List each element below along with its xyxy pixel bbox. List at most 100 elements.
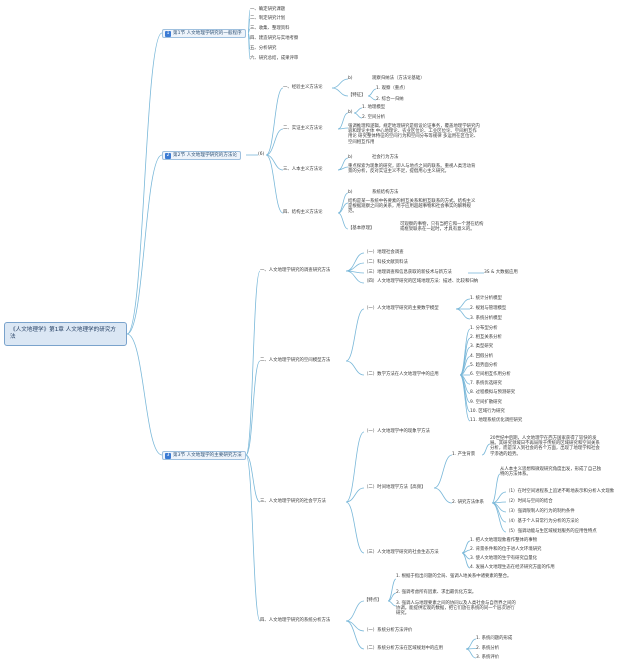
social-b2[interactable]: 2. 研究方法体系: [452, 500, 484, 505]
model-a-item[interactable]: 2. 规划与管理模型: [470, 306, 507, 311]
social-b2-item[interactable]: （1）在时空间进程系上追述不断地表示和分析人文现象: [506, 489, 615, 494]
system-connector: [345, 600, 365, 622]
str-b-text[interactable]: 系统结构方法: [372, 190, 399, 195]
str-paragraph: 结构是某一系统中各要素的相互关系和相互联系的方式。结构主义是根据观察之间的关系，…: [348, 199, 476, 215]
social-b-connector: [433, 487, 453, 504]
s2-branch-humanism[interactable]: 三、人本主义方法论: [283, 167, 323, 172]
survey-item[interactable]: （三）地理调查和信息获取的新技术与新方法: [364, 270, 452, 275]
s3-branch-model[interactable]: 二、人文地理学研究的空间模型方法: [260, 358, 331, 363]
model-b-connector: [459, 328, 471, 376]
s3-branch-social[interactable]: 三、人文地理学研究的社会学方法: [260, 499, 326, 504]
pos-b: b): [348, 110, 353, 115]
model-b-item[interactable]: 10. 区域行为研究: [470, 408, 505, 414]
social-sub-a[interactable]: （一）人文地理学中的现象学方法: [364, 429, 430, 434]
system-b-connector: [465, 648, 477, 659]
social-b2-item[interactable]: （5）强调动能与生区域规划服务的应用性特点: [506, 529, 597, 534]
social-c-item[interactable]: 4. 发展人文地理生态在经济研究方面的作用: [470, 565, 555, 570]
model-b-item[interactable]: 5. 趋势面分析: [470, 362, 498, 368]
root-node[interactable]: 《人文地理学》第1章 人文地理学的研究方法: [4, 322, 127, 346]
survey-item[interactable]: （一）地理社会调查: [364, 250, 404, 255]
s3-branch-system[interactable]: 四、人文地理学研究的系统分析方法: [260, 618, 331, 623]
survey-item[interactable]: （四）人文地理学研究的区域地理方法：描述、比较和归纳: [364, 279, 479, 284]
model-b-item[interactable]: 11. 地理系统优化调控研究: [470, 418, 523, 423]
social-b2-item[interactable]: （2）时间与空间的结合: [506, 499, 553, 504]
pos-item-connector: [353, 107, 363, 114]
system-sub-b[interactable]: （二）系统分析方法在区域规划中的应用: [364, 646, 444, 651]
social-sub-b[interactable]: （二）时间地理学方法【高频】: [364, 485, 426, 490]
survey-item[interactable]: （二）科技文献资料法: [364, 260, 408, 265]
emp-feature-connector: [367, 88, 377, 97]
s2-branch-positivism[interactable]: 二、实证主义方法论: [283, 126, 323, 131]
system-b-connector: [465, 638, 477, 650]
model-b-item[interactable]: 4. 回假分析: [470, 353, 494, 359]
survey-side-note[interactable]: 3S & 大数据应用: [484, 270, 518, 275]
emp-b: b): [348, 76, 353, 81]
hum-paragraph: 重点探索为现象的研究，即人与地点之间的联系。重视人类活动背景的分析，反对实证主义…: [348, 164, 476, 175]
social-c-item[interactable]: 1. 把人文地理现象看作整体的事物: [470, 538, 538, 543]
s2-branch-connector: [265, 128, 284, 156]
system-b-item[interactable]: 3. 系统评价: [476, 655, 500, 660]
section-3-badge: 3: [165, 452, 171, 459]
section-3-title: 第3节 人文地理学的主要研究方法: [173, 453, 242, 458]
s2-branch-connector: [265, 154, 284, 171]
section-1-badge: 1: [165, 30, 171, 37]
system-feature-connector: [387, 600, 397, 607]
model-sub-a[interactable]: （一）人文地理学研究的主要数学模型: [364, 306, 439, 311]
system-b-item[interactable]: 1. 系统问题的形成: [476, 636, 513, 641]
model-b-connector: [459, 374, 471, 422]
s3-branch-survey[interactable]: 一、人文地理学研究的调查研究方法: [260, 268, 331, 273]
social-c-connector: [461, 552, 471, 569]
model-b-item[interactable]: 8. 过程模拟与预测研究: [470, 390, 516, 396]
social-c-item[interactable]: 2. 背景条件和的位于进人文环境研究: [470, 547, 542, 552]
social-sub-c[interactable]: （三）人文地理学研究的社会生态方法: [364, 550, 439, 555]
emp-feature-connector: [367, 95, 377, 101]
emp-b-text[interactable]: 观察归纳法（方法论基础）: [372, 76, 425, 81]
model-b-item[interactable]: 1. 分布型分析: [470, 326, 498, 331]
root-to-section-1: [126, 32, 163, 335]
hum-b-text[interactable]: 社会行为方法: [372, 155, 399, 160]
model-b-item[interactable]: 7. 系统优选研究: [470, 381, 502, 387]
social-b2-text-connector: [491, 473, 501, 504]
pos-item-2[interactable]: 2. 空间分析: [362, 115, 386, 120]
s1-item[interactable]: 四、建造研究与实地考察: [250, 36, 299, 41]
social-c-item[interactable]: 3. 使人文地理的生学有研究自量化: [470, 556, 538, 561]
pos-item-1[interactable]: 1. 地理模型: [362, 105, 386, 110]
model-b-item[interactable]: 3. 类型研究: [470, 344, 494, 350]
model-b-item[interactable]: 9. 空间扩散研究: [470, 399, 502, 405]
s2-branch-structuralism[interactable]: 四、结构主义方法论: [283, 210, 323, 215]
social-connector: [345, 487, 365, 503]
model-b-item[interactable]: 2. 相互关系分析: [470, 335, 502, 341]
emp-feature-1[interactable]: 1. 观察（重点）: [376, 86, 408, 91]
pos-connector: [337, 127, 349, 130]
social-connector: [345, 501, 365, 554]
social-b1-text: 20世纪中后期，人文地理学在西方国家获得了较快的发展。其研究领域日不再局限于传统…: [490, 436, 600, 457]
social-b2-item[interactable]: （4）基于个人日常行为分析的方法论: [506, 519, 580, 524]
s1-item[interactable]: 三、收集、整理资料: [250, 26, 290, 31]
social-b2-item[interactable]: （3）强调限制人的行为的制约条件: [506, 509, 575, 514]
model-a-item[interactable]: 3. 系统分析模型: [470, 316, 502, 321]
pos-connector: [337, 112, 349, 130]
system-sub-a[interactable]: （一）系统分析方法评价: [364, 628, 413, 633]
s3-branch-connector: [245, 454, 261, 503]
s2-branch-empiricism[interactable]: 一、经验主义方法论: [283, 85, 323, 90]
s1-item[interactable]: 二、制定研究计划: [250, 16, 286, 21]
survey-connector: [345, 270, 365, 284]
system-feature-label[interactable]: 【特点】: [364, 598, 382, 603]
root-title: 《人文地理学》第1章 人文地理学的研究方法: [10, 327, 117, 340]
model-sub-b[interactable]: （二）数学方法在人文地理学中的应用: [364, 372, 439, 377]
system-b-item[interactable]: 2. 系统分析: [476, 645, 500, 651]
s1-item[interactable]: 六、研究总结，成果评审: [250, 56, 299, 61]
model-b-item[interactable]: 6. 空间相互作用分析: [470, 372, 511, 377]
model-a-item[interactable]: 1. 统计分析模型: [470, 296, 502, 301]
section-2-title: 第2节 人文地理学研究的方法论: [173, 153, 238, 158]
str-principle-label[interactable]: 【基本原理】: [348, 226, 375, 231]
social-b1[interactable]: 1. 产生背景: [452, 452, 476, 457]
emp-feature-label[interactable]: 【特征】: [348, 93, 366, 98]
s1-item[interactable]: 一、确定研究课题: [250, 7, 286, 12]
survey-connector: [345, 262, 365, 272]
emp-feature-2[interactable]: 2. 综合一归纳: [376, 97, 404, 102]
s1-item[interactable]: 五、分析研究: [250, 46, 277, 51]
